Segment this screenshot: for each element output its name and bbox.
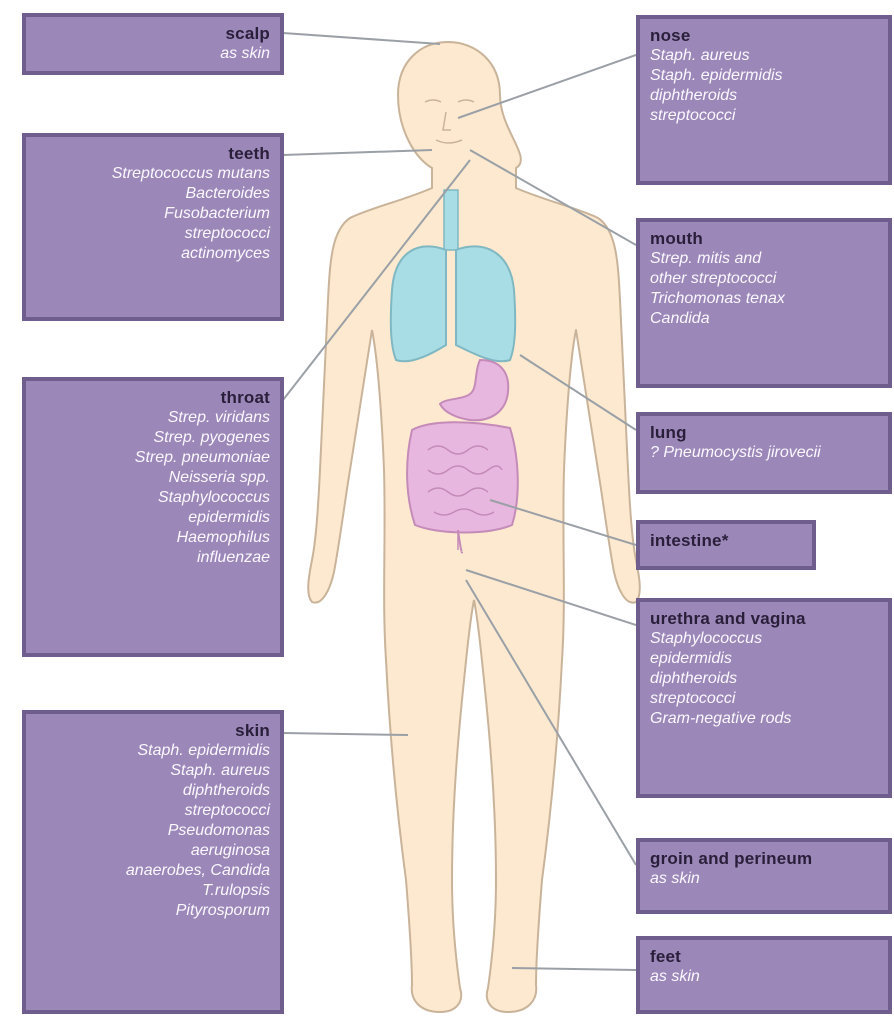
teeth-item-3: Fusobacterium	[36, 204, 270, 224]
skin-item-3: diphtheroids	[36, 781, 270, 801]
intestine-label-box: intestine*	[636, 520, 816, 570]
intestine-title: intestine*	[650, 530, 802, 551]
nose-item-3: diphtheroids	[650, 86, 878, 106]
urethra-vagina-label-box: urethra and vagina Staphylococcus epider…	[636, 598, 892, 798]
throat-item-6: epidermidis	[36, 508, 270, 528]
scalp-label-box: scalp as skin	[22, 13, 284, 75]
throat-item-2: Strep. pyogenes	[36, 428, 270, 448]
mouth-item-2: other streptococci	[650, 269, 878, 289]
throat-item-7: Haemophilus	[36, 528, 270, 548]
skin-item-4: streptococci	[36, 801, 270, 821]
skin-item-2: Staph. aureus	[36, 761, 270, 781]
skin-label-box: skin Staph. epidermidis Staph. aureus di…	[22, 710, 284, 1014]
throat-item-5: Staphylococcus	[36, 488, 270, 508]
throat-item-1: Strep. viridans	[36, 408, 270, 428]
throat-label-box: throat Strep. viridans Strep. pyogenes S…	[22, 377, 284, 657]
throat-item-4: Neisseria spp.	[36, 468, 270, 488]
groin-perineum-item-1: as skin	[650, 869, 878, 889]
skin-item-7: anaerobes, Candida	[36, 861, 270, 881]
mouth-item-1: Strep. mitis and	[650, 249, 878, 269]
feet-label-box: feet as skin	[636, 936, 892, 1014]
nose-label-box: nose Staph. aureus Staph. epidermidis di…	[636, 15, 892, 185]
mouth-label-box: mouth Strep. mitis and other streptococc…	[636, 218, 892, 388]
skin-item-8: T.rulopsis	[36, 881, 270, 901]
scalp-item-1: as skin	[36, 44, 270, 64]
teeth-title: teeth	[36, 143, 270, 164]
trachea	[444, 190, 458, 250]
teeth-item-1: Streptococcus mutans	[36, 164, 270, 184]
urethra-vagina-item-2: epidermidis	[650, 649, 878, 669]
skin-item-1: Staph. epidermidis	[36, 741, 270, 761]
groin-perineum-title: groin and perineum	[650, 848, 878, 869]
throat-item-3: Strep. pneumoniae	[36, 448, 270, 468]
nose-title: nose	[650, 25, 878, 46]
throat-title: throat	[36, 387, 270, 408]
throat-item-8: influenzae	[36, 548, 270, 568]
lung-title: lung	[650, 422, 878, 443]
skin-item-5: Pseudomonas	[36, 821, 270, 841]
feet-item-1: as skin	[650, 967, 878, 987]
feet-title: feet	[650, 946, 878, 967]
urethra-vagina-item-1: Staphylococcus	[650, 629, 878, 649]
mouth-item-4: Candida	[650, 309, 878, 329]
lung-item-1: ? Pneumocystis jirovecii	[650, 443, 878, 463]
urethra-vagina-item-3: diphtheroids	[650, 669, 878, 689]
nose-item-4: streptococci	[650, 106, 878, 126]
lung-label-box: lung ? Pneumocystis jirovecii	[636, 412, 892, 494]
teeth-item-5: actinomyces	[36, 244, 270, 264]
skin-item-9: Pityrosporum	[36, 901, 270, 921]
skin-item-6: aeruginosa	[36, 841, 270, 861]
nose-item-1: Staph. aureus	[650, 46, 878, 66]
scalp-title: scalp	[36, 23, 270, 44]
groin-perineum-label-box: groin and perineum as skin	[636, 838, 892, 914]
teeth-item-4: streptococci	[36, 224, 270, 244]
urethra-vagina-item-5: Gram-negative rods	[650, 709, 878, 729]
mouth-title: mouth	[650, 228, 878, 249]
nose-item-2: Staph. epidermidis	[650, 66, 878, 86]
skin-title: skin	[36, 720, 270, 741]
mouth-item-3: Trichomonas tenax	[650, 289, 878, 309]
teeth-label-box: teeth Streptococcus mutans Bacteroides F…	[22, 133, 284, 321]
urethra-vagina-item-4: streptococci	[650, 689, 878, 709]
teeth-item-2: Bacteroides	[36, 184, 270, 204]
urethra-vagina-title: urethra and vagina	[650, 608, 878, 629]
